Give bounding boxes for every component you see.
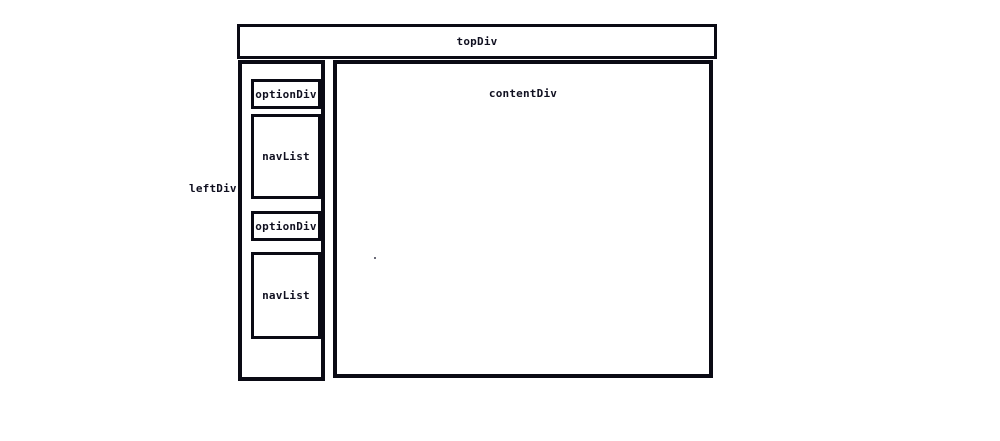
option-div-2-label: optionDiv [255, 219, 317, 233]
content-div[interactable]: contentDiv [333, 60, 713, 378]
nav-list-2-label: navList [262, 289, 310, 302]
nav-list-1-label: navList [262, 150, 310, 163]
top-div-label: topDiv [456, 35, 498, 48]
option-div-2[interactable]: optionDiv [251, 211, 321, 241]
option-div-1[interactable]: optionDiv [251, 79, 321, 109]
nav-list-2[interactable]: navList [251, 252, 321, 339]
option-div-1-label: optionDiv [255, 87, 317, 101]
left-div-label: leftDiv [189, 182, 237, 195]
top-div[interactable]: topDiv [237, 24, 717, 59]
content-artifact-dot [374, 257, 376, 259]
left-div[interactable]: optionDiv navList optionDiv navList [238, 60, 325, 381]
nav-list-1[interactable]: navList [251, 114, 321, 199]
content-div-label: contentDiv [488, 87, 558, 100]
